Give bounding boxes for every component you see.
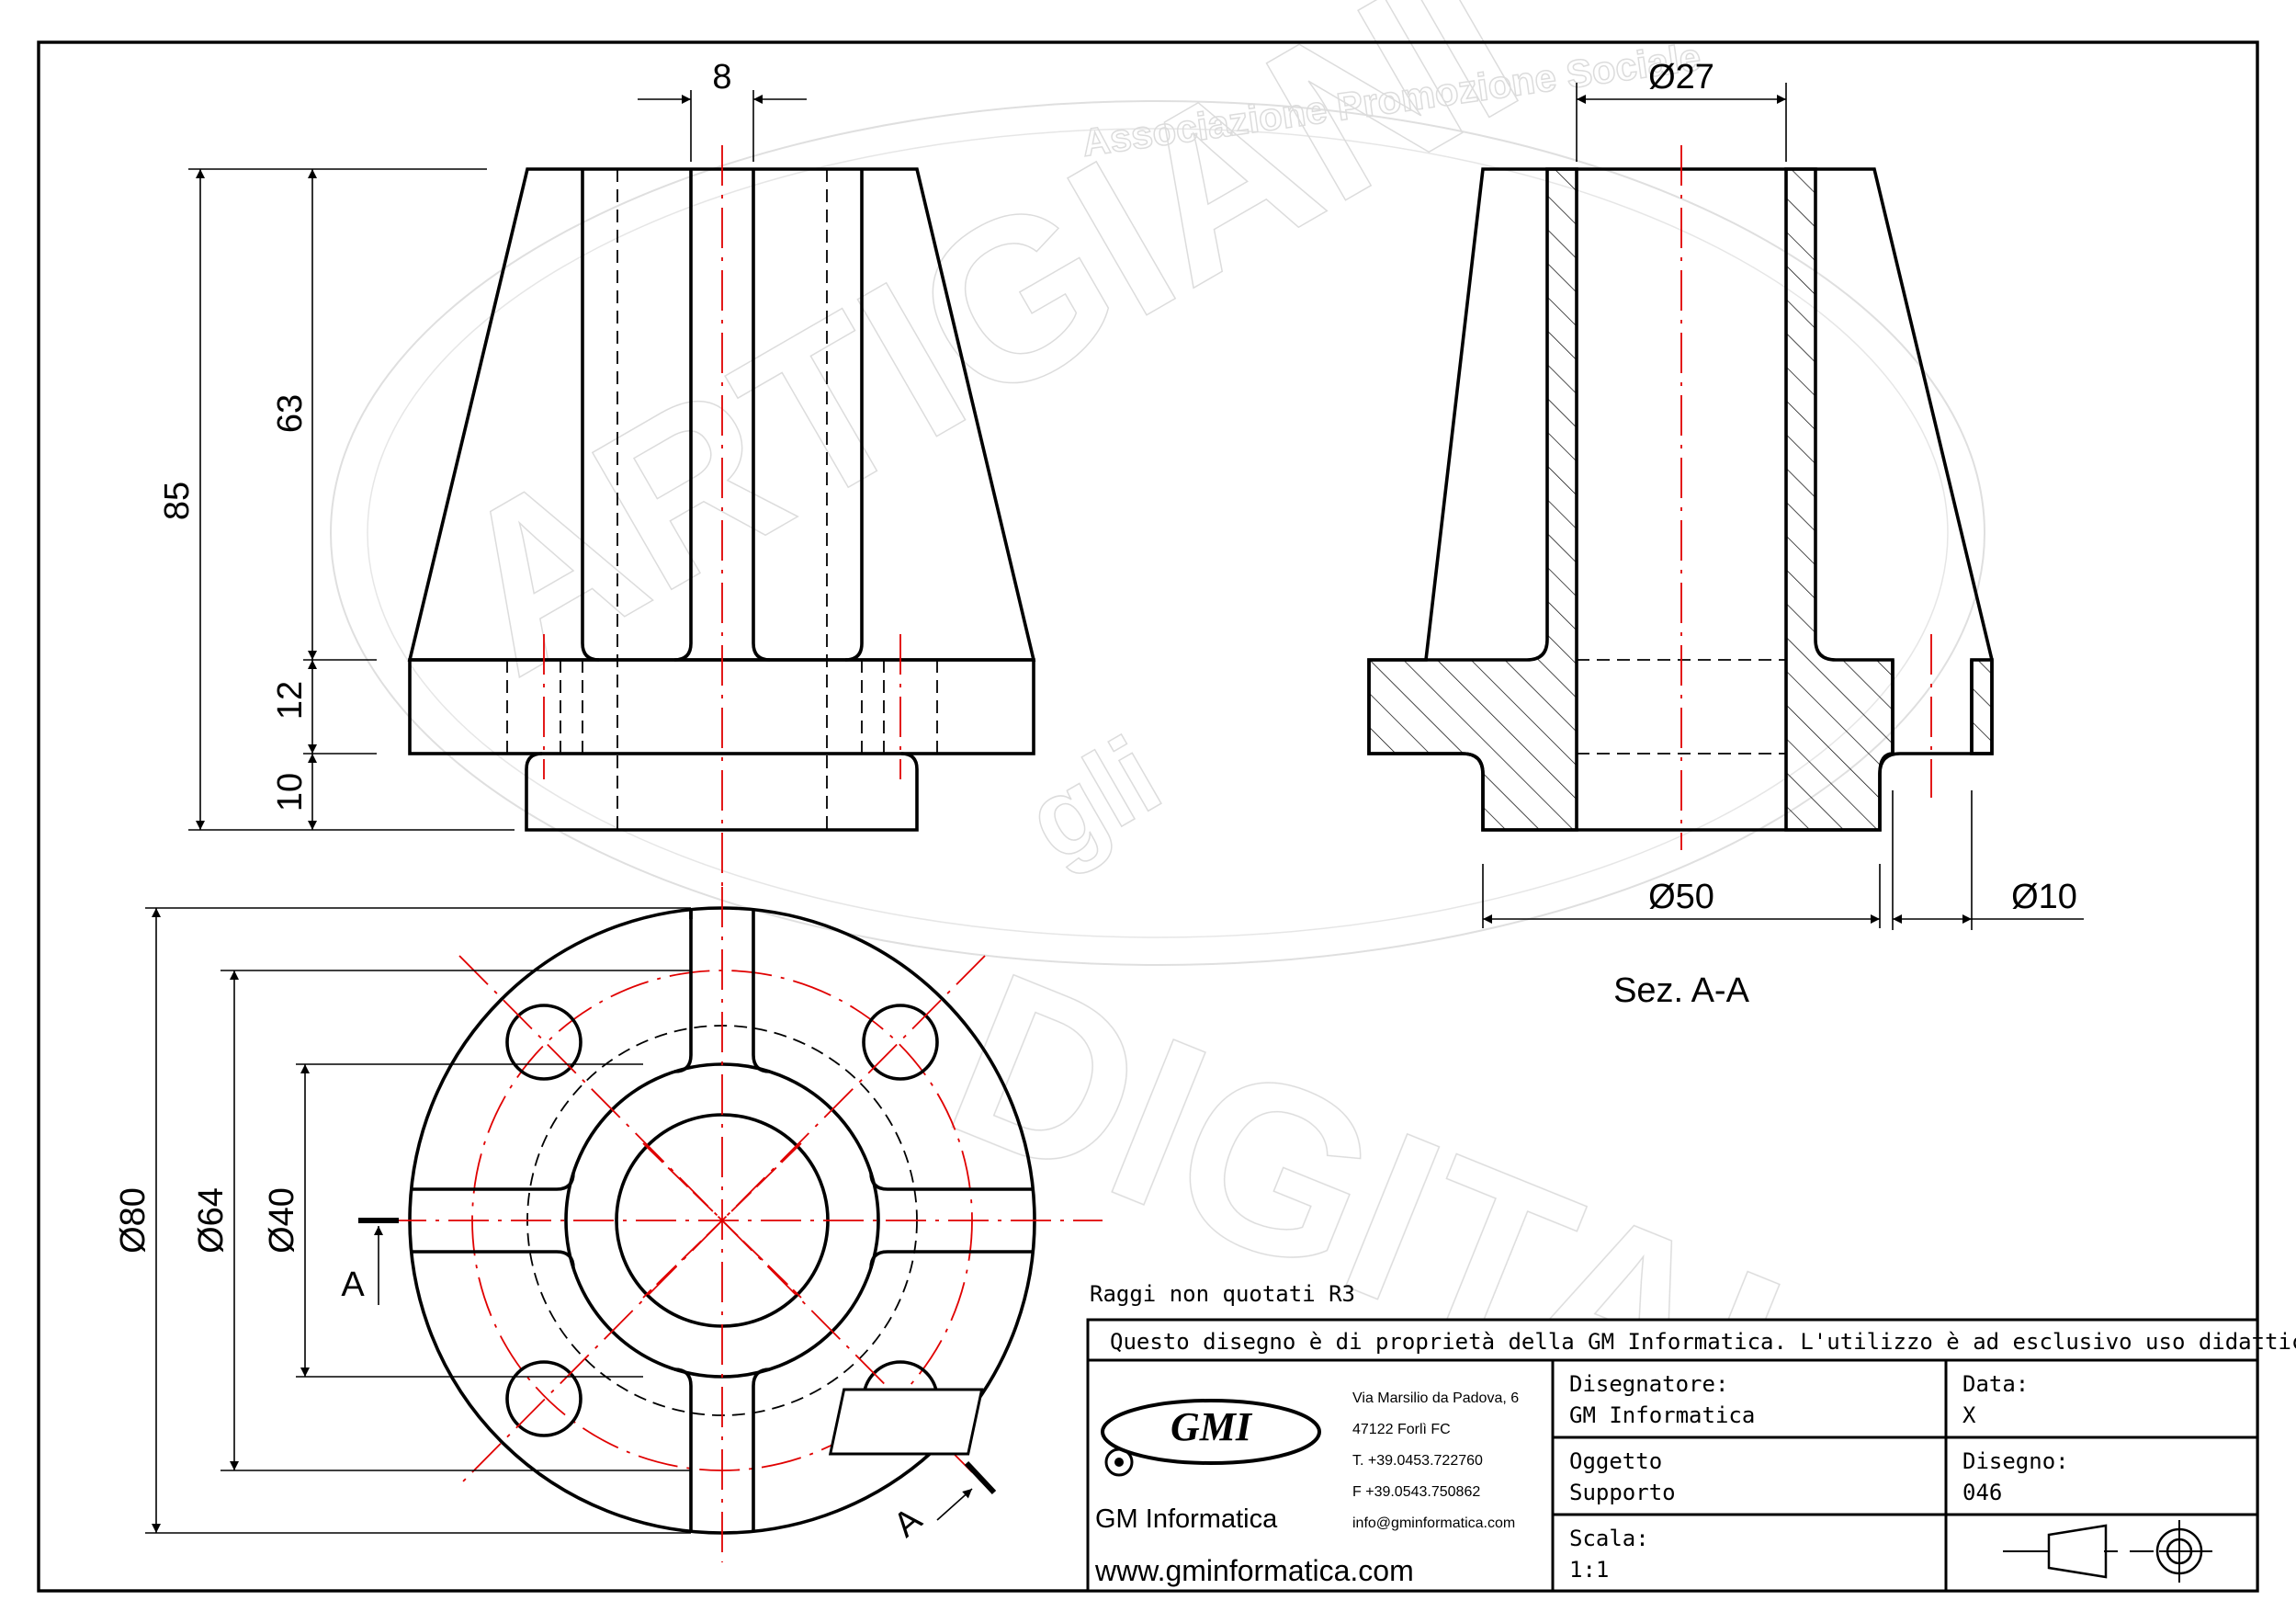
dim-pcd: Ø64 — [192, 1187, 231, 1254]
scale-label: Scala: — [1569, 1526, 1649, 1551]
watermark: Associazione Promozione Sociale ARTIGIAN… — [330, 0, 1985, 1546]
section-label: Sez. A-A — [1613, 971, 1749, 1010]
section-view — [1367, 145, 1994, 850]
dim-total-height: 85 — [158, 482, 197, 520]
radius-note: Raggi non quotati R3 — [1090, 1281, 1355, 1307]
dim-flange-height: 12 — [271, 681, 310, 720]
company-website: www.gminformatica.com — [1094, 1554, 1414, 1587]
dim-hub-diameter: Ø40 — [263, 1187, 301, 1254]
company-name: GM Informatica — [1095, 1504, 1278, 1534]
front-dimensions: 8 85 63 12 10 — [158, 58, 807, 831]
dim-hole-diameter: Ø10 — [2011, 878, 2077, 916]
section-mark-left: A — [341, 1265, 365, 1304]
section-mark-right: A — [887, 1500, 930, 1545]
address-line-1: Via Marsilio da Padova, 6 — [1352, 1390, 1519, 1406]
front-view — [407, 145, 1036, 887]
designer-label: Disegnatore: — [1569, 1371, 1728, 1397]
dim-spigot-height: 10 — [271, 773, 310, 812]
dim-cone-height: 63 — [271, 394, 310, 433]
logo-lettering: GMI — [1171, 1404, 1253, 1449]
address-line-2: 47122 Forlì FC — [1352, 1422, 1451, 1437]
date-label: Data: — [1962, 1371, 2029, 1397]
dim-spigot-diameter: Ø50 — [1648, 878, 1714, 916]
object-value: Supporto — [1569, 1480, 1676, 1505]
object-label: Oggetto — [1569, 1448, 1662, 1474]
date-value: X — [1962, 1402, 1976, 1428]
drawing-label: Disegno: — [1962, 1448, 2069, 1474]
phone: T. +39.0453.722760 — [1352, 1453, 1483, 1469]
dim-bore: Ø27 — [1648, 58, 1714, 96]
top-view: A A — [341, 887, 1103, 1562]
dim-rib-width: 8 — [712, 58, 731, 96]
dim-outer-diameter: Ø80 — [114, 1187, 153, 1254]
first-angle-projection-icon — [2003, 1520, 2212, 1583]
fax: F +39.0543.750862 — [1352, 1484, 1480, 1500]
email: info@gminformatica.com — [1352, 1515, 1515, 1531]
section-dimensions: Ø27 Ø50 Ø10 Sez. A-A — [1482, 58, 2084, 1010]
top-dimensions: Ø80 Ø64 Ø40 — [114, 907, 691, 1534]
designer-value: GM Informatica — [1569, 1402, 1755, 1428]
title-block: Raggi non quotati R3 Questo disegno è di… — [828, 1281, 2296, 1593]
scale-value: 1:1 — [1569, 1557, 1609, 1583]
drawing-value: 046 — [1962, 1480, 2002, 1505]
company-logo: GMI — [828, 1388, 1321, 1477]
ownership-notice: Questo disegno è di proprietà della GM I… — [1110, 1329, 2296, 1355]
